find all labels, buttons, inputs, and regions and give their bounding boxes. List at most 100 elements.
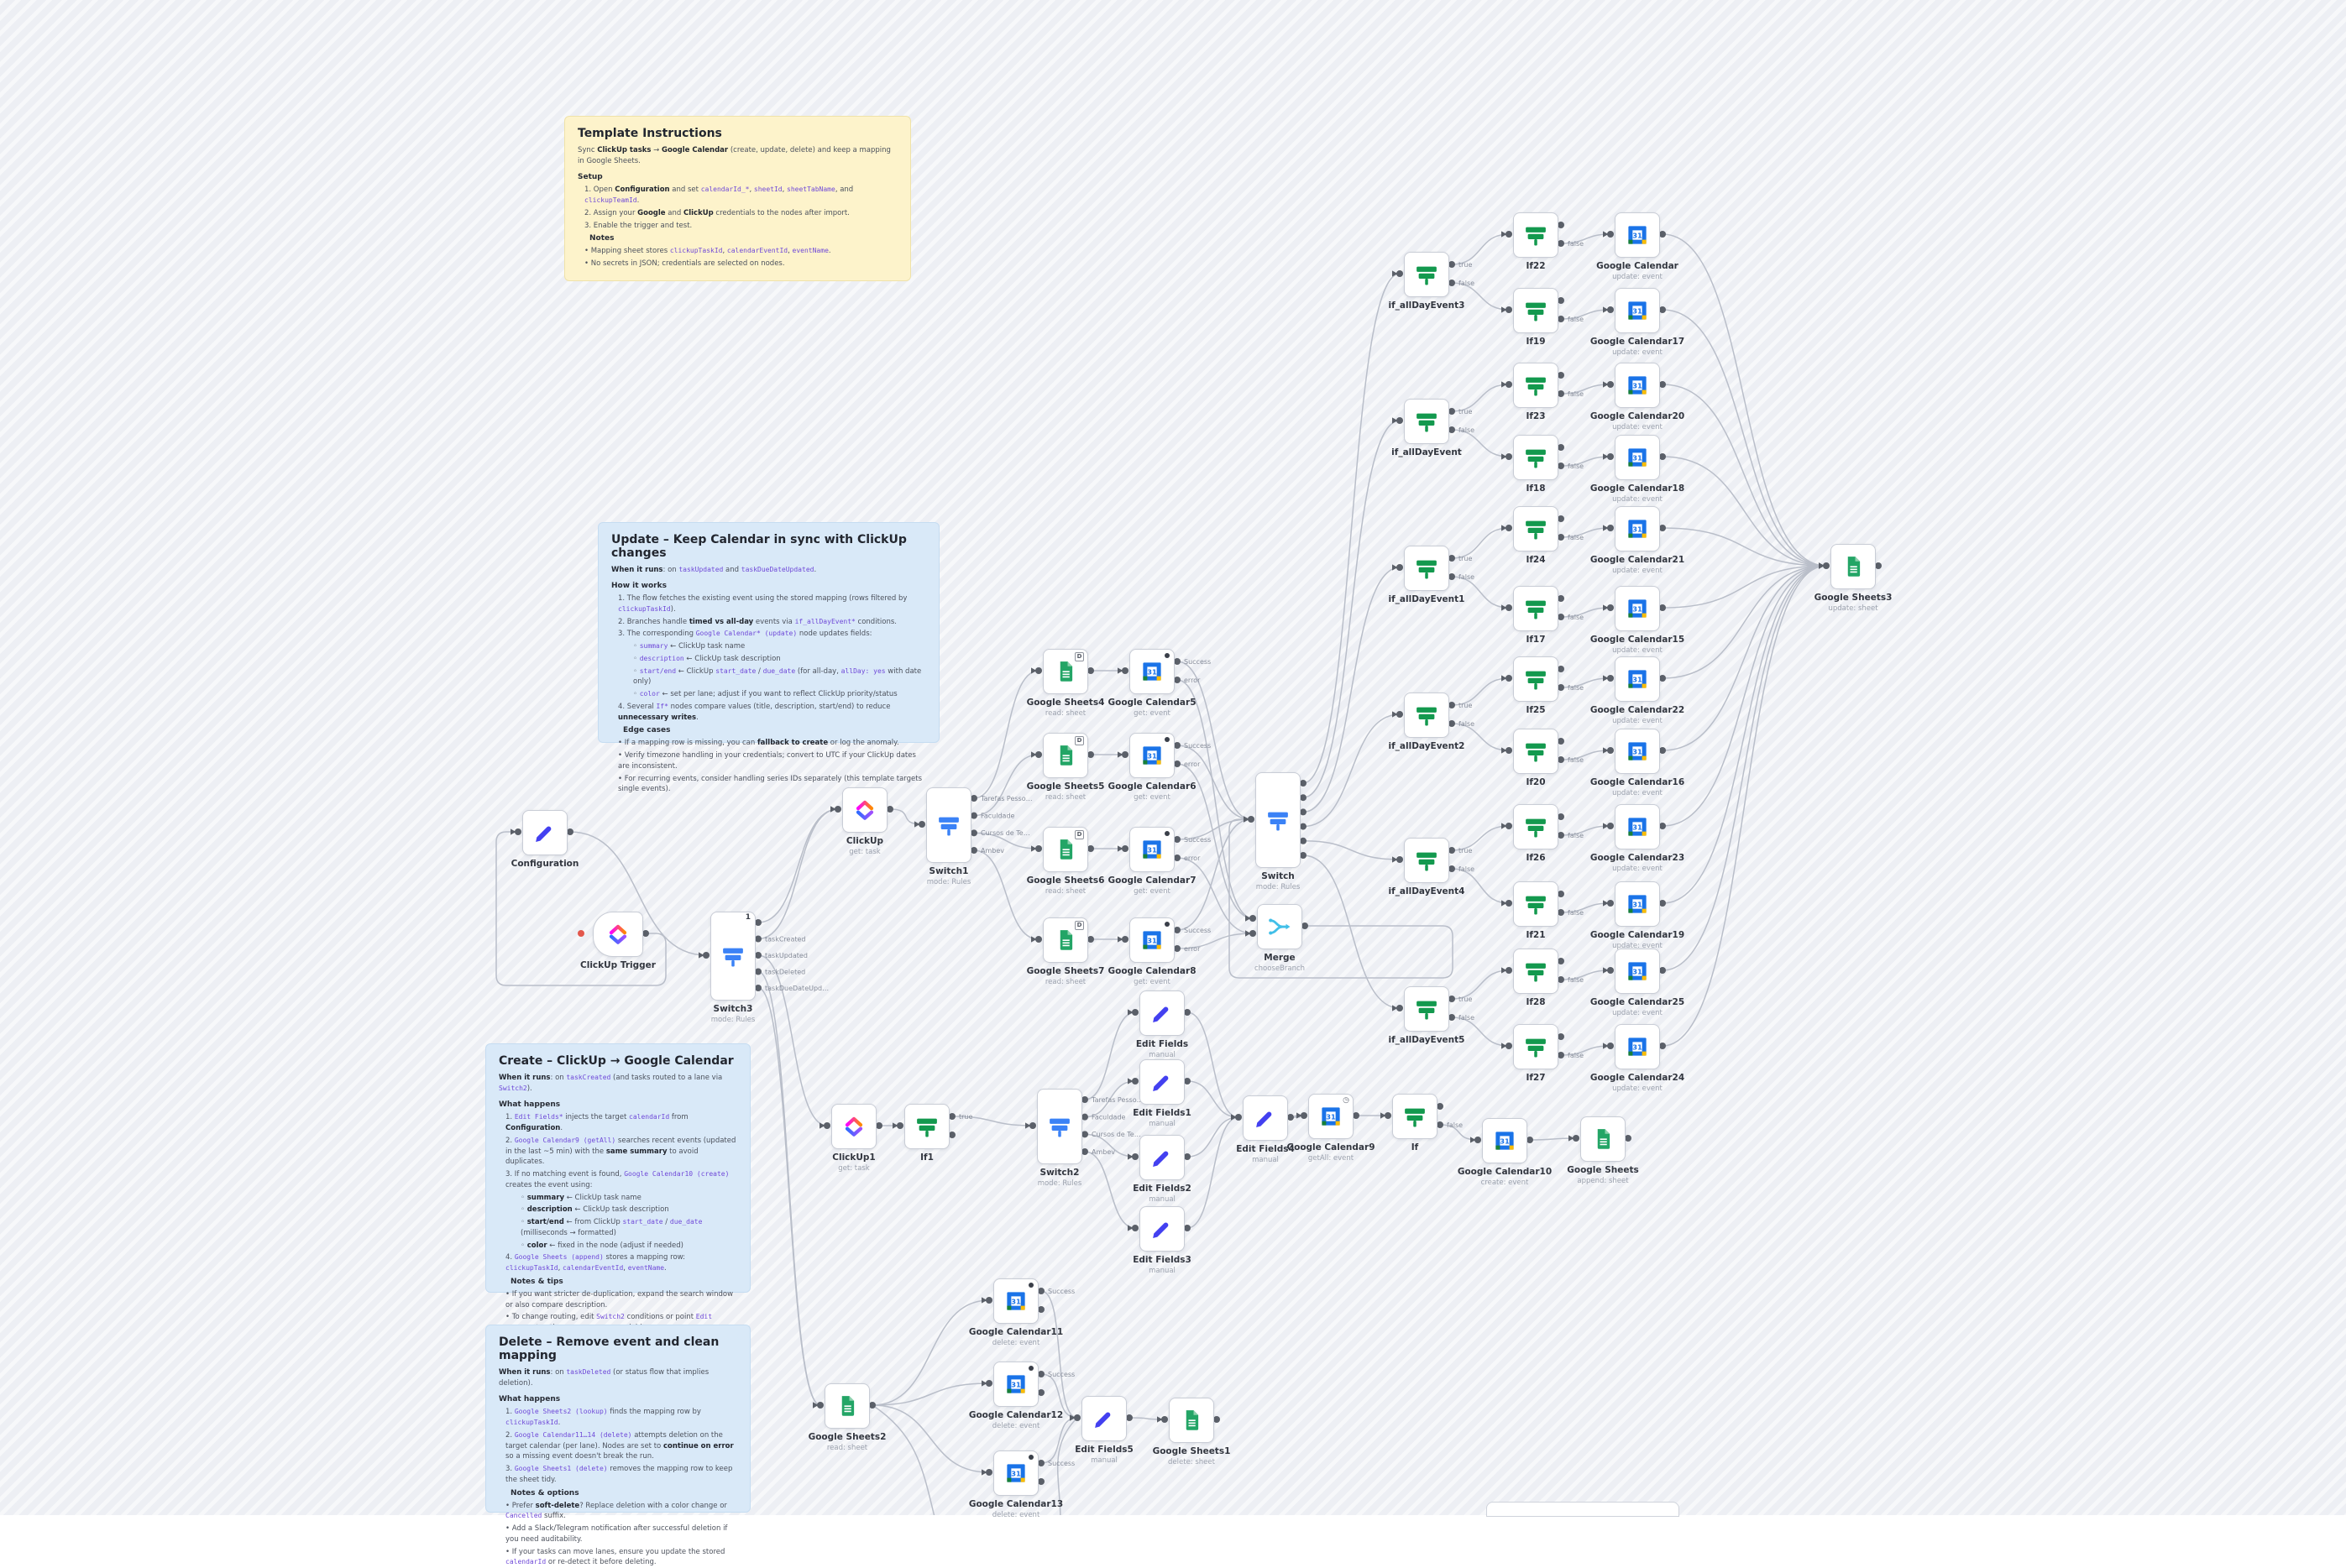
node-if21[interactable]: If21 bbox=[1513, 881, 1558, 940]
node-configuration[interactable]: Configuration bbox=[511, 810, 579, 869]
note-text: When it runs: on taskDeleted (or status … bbox=[499, 1368, 710, 1388]
node-if-alldayevent5[interactable]: if_allDayEvent5 bbox=[1389, 986, 1464, 1045]
node-if26[interactable]: If26 bbox=[1513, 804, 1558, 863]
edit-pencil-icon bbox=[1095, 1412, 1111, 1428]
edit-pencil-icon bbox=[1256, 1111, 1272, 1127]
node-label: If22 bbox=[1526, 261, 1546, 271]
node-if25[interactable]: If25 bbox=[1513, 656, 1558, 715]
svg-text:false: false bbox=[1568, 976, 1584, 984]
node-subtitle: manual bbox=[1252, 1156, 1279, 1165]
node-if28[interactable]: If28 bbox=[1513, 949, 1558, 1007]
node-if-alldayevent2[interactable]: if_allDayEvent2 bbox=[1389, 693, 1464, 751]
node-if22[interactable]: If22 bbox=[1513, 212, 1558, 271]
node-if18[interactable]: If18 bbox=[1513, 435, 1558, 494]
node-if[interactable]: If bbox=[1392, 1094, 1437, 1152]
node-subtitle: get: event bbox=[1134, 709, 1170, 719]
node-if23[interactable]: If23 bbox=[1513, 363, 1558, 421]
node-if27[interactable]: If27 bbox=[1513, 1024, 1558, 1083]
node-if19[interactable]: If19 bbox=[1513, 288, 1558, 347]
node-if17[interactable]: If17 bbox=[1513, 586, 1558, 645]
node-if1[interactable]: If1 bbox=[904, 1104, 950, 1163]
google-calendar-icon: 31 bbox=[1628, 895, 1647, 913]
google-calendar-icon: 31 bbox=[1628, 1037, 1647, 1056]
svg-text:true: true bbox=[1458, 996, 1472, 1003]
node-if-alldayevent1[interactable]: if_allDayEvent1 bbox=[1389, 546, 1464, 604]
node-subtitle: update: event bbox=[1612, 423, 1663, 432]
note-text: 2. Google Calendar11…14 (delete) attempt… bbox=[505, 1430, 734, 1461]
node-if-alldayevent[interactable]: if_allDayEvent bbox=[1391, 399, 1462, 457]
note-text: 1. Open Configuration and set calendarId… bbox=[584, 186, 854, 206]
node-subtitle: read: sheet bbox=[1045, 978, 1087, 987]
node-clickup-trigger[interactable]: ClickUp Trigger bbox=[580, 912, 656, 970]
node-subtitle: update: event bbox=[1612, 789, 1663, 798]
svg-text:false: false bbox=[1458, 426, 1474, 434]
node-if-alldayevent3[interactable]: if_allDayEvent3 bbox=[1389, 252, 1464, 311]
node-if24[interactable]: If24 bbox=[1513, 506, 1558, 565]
svg-text:false: false bbox=[1458, 573, 1474, 581]
sticky-note-update-note[interactable]: Update – Keep Calendar in sync with Clic… bbox=[598, 522, 940, 793]
if-sign-icon bbox=[1526, 896, 1546, 915]
svg-text:Success: Success bbox=[1184, 927, 1211, 934]
node-subtitle: read: sheet bbox=[1045, 793, 1087, 802]
if-sign-icon bbox=[1526, 1038, 1546, 1058]
svg-text:false: false bbox=[1447, 1121, 1463, 1129]
node-subtitle: update: event bbox=[1612, 717, 1663, 726]
node-if-alldayevent4[interactable]: if_allDayEvent4 bbox=[1389, 838, 1464, 896]
svg-text:31: 31 bbox=[1632, 823, 1642, 831]
if-sign-icon bbox=[1417, 266, 1437, 285]
node-label: If26 bbox=[1526, 853, 1546, 863]
svg-text:Tarefas Pesso…: Tarefas Pesso… bbox=[980, 795, 1033, 802]
svg-text:true: true bbox=[959, 1113, 972, 1121]
node-if20[interactable]: If20 bbox=[1513, 729, 1558, 787]
